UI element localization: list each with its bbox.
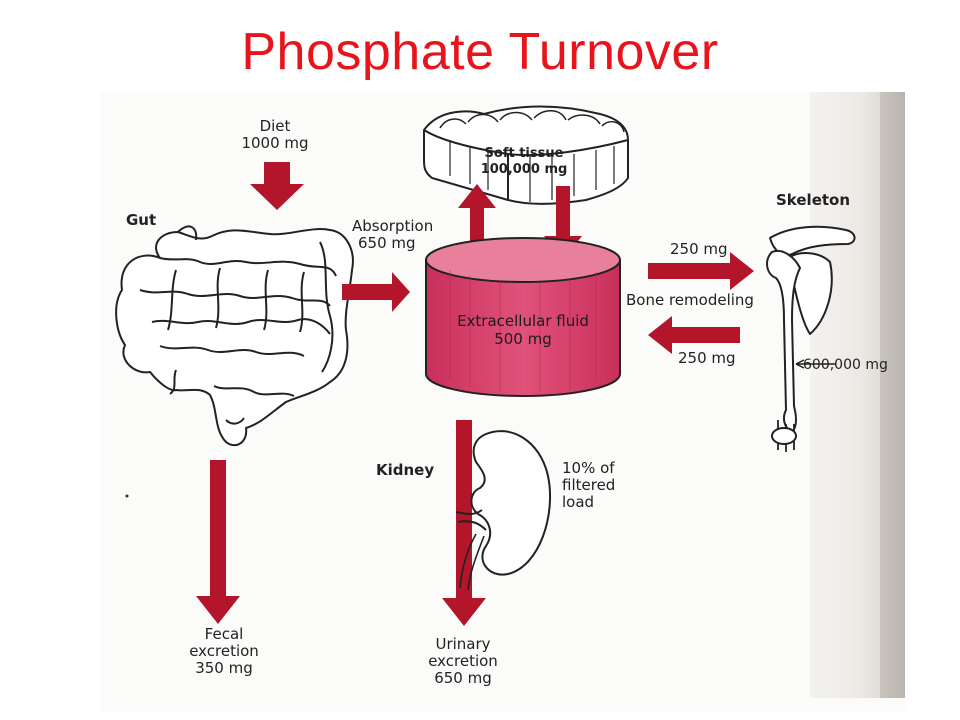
soft-tissue-label-line1: Soft tissue — [484, 146, 564, 161]
urinary-excretion-line1: Urinary — [435, 635, 491, 653]
fecal-excretion-arrow — [196, 460, 240, 624]
absorption-label-line1: Absorption — [352, 217, 434, 235]
urinary-excretion-amount: 650 mg — [434, 669, 492, 687]
fecal-excretion-line1: Fecal — [204, 625, 244, 643]
filtered-load-line1: 10% of — [562, 459, 615, 477]
kidney-label: Kidney — [376, 461, 435, 479]
skeleton-illustration — [766, 225, 856, 452]
ecf-to-soft-tissue-arrow — [458, 184, 496, 258]
book-page-shadow — [880, 92, 905, 698]
to-bone-amount: 250 mg — [670, 240, 728, 258]
soft-tissue-amount: 100,000 mg — [480, 162, 568, 177]
from-bone-amount: 250 mg — [678, 349, 736, 367]
stray-mark — [125, 494, 129, 498]
soft-tissue-label: Soft tissue 100,000 mg — [478, 146, 570, 178]
ecf-cylinder — [425, 237, 621, 397]
from-bone-arrow — [648, 316, 740, 354]
diet-label-line1: Diet — [259, 117, 291, 135]
urinary-excretion-label: Urinary excretion 650 mg — [410, 636, 516, 687]
diet-amount: 1000 mg — [241, 134, 309, 152]
diet-label: Diet 1000 mg — [228, 118, 322, 152]
ecf-label: Extracellular fluid 500 mg — [446, 312, 600, 348]
filtered-load-line3: load — [562, 493, 595, 511]
diet-arrow — [250, 162, 304, 210]
skeleton-amount: 600,000 mg — [803, 357, 888, 373]
to-bone-arrow — [648, 252, 754, 290]
fecal-excretion-label: Fecal excretion 350 mg — [176, 626, 272, 677]
urinary-excretion-line2: excretion — [428, 652, 498, 670]
fecal-excretion-amount: 350 mg — [195, 659, 253, 677]
filtered-load-line2: filtered — [562, 476, 616, 494]
absorption-label: Absorption 650 mg — [352, 218, 433, 252]
ecf-amount: 500 mg — [494, 330, 552, 348]
page-title: Phosphate Turnover — [241, 23, 719, 81]
kidney-illustration — [455, 430, 552, 591]
gut-illustration — [115, 225, 354, 447]
absorption-arrow — [342, 272, 410, 312]
skeleton-label: Skeleton — [776, 191, 851, 209]
fecal-excretion-line2: excretion — [189, 642, 259, 660]
ecf-label-line1: Extracellular fluid — [457, 312, 589, 330]
urinary-excretion-arrow — [442, 420, 486, 626]
filtered-load-label: 10% of filtered load — [562, 460, 615, 511]
skeleton-pointer-arrow — [795, 359, 836, 369]
absorption-amount: 650 mg — [358, 234, 416, 252]
bone-remodeling-label: Bone remodeling — [626, 291, 754, 309]
soft-tissue-illustration — [423, 105, 629, 205]
gut-label: Gut — [126, 211, 157, 229]
